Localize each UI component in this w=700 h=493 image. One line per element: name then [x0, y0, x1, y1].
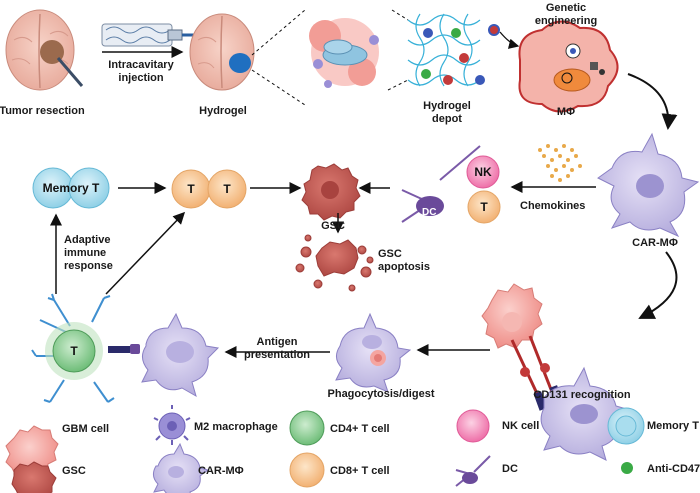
engineered-macrophage-icon — [518, 20, 619, 113]
zoom-line-bottom — [251, 69, 306, 106]
label-t-cell-2: T — [223, 182, 231, 196]
gsc-icon — [11, 461, 57, 493]
label-hydrogel: Hydrogel — [199, 105, 247, 117]
label-chemokines: Chemokines — [520, 200, 586, 212]
label-gsc-apoptosis-line2: apoptosis — [378, 261, 430, 273]
hydrogel-depot-icon — [407, 13, 481, 87]
chemokines-icon — [538, 144, 582, 182]
car-particle-icon — [459, 53, 469, 63]
zoom-line-depot-top — [391, 9, 409, 21]
legend-cd8-t-cell: CD8+ T cell — [330, 465, 390, 477]
legend-gbm-cell: GBM cell — [62, 423, 110, 435]
gsc-cell-icon — [301, 163, 361, 221]
zoom-line-depot-bottom — [387, 79, 409, 91]
nk-cell-icon — [466, 155, 500, 189]
label-cd131: CD131 recognition — [533, 389, 631, 401]
anti-cd47-particle-icon — [421, 69, 431, 79]
syringe-icon — [101, 23, 196, 47]
cd131-recognition-icon — [481, 283, 632, 461]
label-dc: DC — [422, 207, 437, 218]
legend-cd4-t-cell: CD4+ T cell — [330, 423, 390, 435]
label-gsc: GSC — [321, 220, 345, 232]
label-depot-line2: depot — [432, 113, 462, 125]
label-t-cell-cd4: T — [70, 344, 78, 358]
label-depot-line1: Hydrogel — [423, 100, 471, 112]
car-particle-icon — [443, 75, 453, 85]
legend-memory-t-cell: Memory T cell — [647, 420, 700, 432]
cd4-t-cell-icon — [289, 410, 325, 446]
label-adaptive-line2: immune — [64, 247, 107, 259]
label-antigen-line1: Antigen — [256, 336, 298, 348]
car-macrophage-icon — [597, 132, 700, 238]
label-injection-line2: injection — [118, 72, 164, 84]
legend-nk-cell: NK cell — [502, 420, 540, 432]
legend-car-macrophage: CAR-MΦ — [198, 465, 244, 477]
label-genetic-line2: engineering — [534, 15, 598, 27]
brain-tumor-icon — [5, 9, 84, 91]
label-antigen-line2: presentation — [243, 349, 311, 361]
arrow-to-macrophage — [499, 31, 520, 49]
label-adaptive-line1: Adaptive — [64, 234, 111, 246]
nanoparticle-icon — [488, 24, 500, 36]
legend-anti-cd47: Anti-CD47 — [647, 463, 700, 475]
arrow-adaptive-diagonal — [105, 211, 186, 295]
label-t-cell-1: T — [187, 182, 195, 196]
label-macrophage: MΦ — [556, 106, 576, 118]
anti-cd47-particle-icon — [451, 28, 461, 38]
car-particle-icon — [423, 28, 433, 38]
label-nk: NK — [474, 165, 492, 179]
brain-hydrogel-icon — [189, 13, 255, 91]
nk-cell-icon — [456, 409, 490, 443]
label-adaptive-line3: response — [64, 260, 113, 272]
label-phagocytosis: Phagocytosis/digest — [327, 388, 435, 400]
label-genetic-line1: Genetic — [545, 2, 587, 14]
legend-gsc: GSC — [62, 465, 86, 477]
gsc-apoptosis-icon — [295, 234, 374, 292]
car-macrophage-legend-icon — [152, 442, 210, 493]
dc-icon — [455, 455, 491, 487]
label-memory-t: Memory T — [42, 181, 100, 195]
dc-cell-icon — [401, 145, 481, 223]
anti-cd47-icon — [621, 462, 633, 474]
cd8-t-cell-icon — [289, 452, 325, 488]
legend — [5, 405, 645, 493]
tcr-mhc-binding-icon — [108, 344, 140, 354]
zoom-line-top — [251, 9, 306, 56]
legend-dc: DC — [502, 463, 518, 475]
phagocytosis-macrophage-icon — [335, 312, 412, 393]
arrow-to-car-macrophage — [627, 73, 678, 130]
cd4-t-cell-icon — [31, 293, 115, 403]
car-particle-icon — [475, 75, 485, 85]
label-injection-line1: Intracavitary — [108, 59, 174, 71]
arrow-to-cd131 — [638, 251, 678, 319]
label-car-macrophage: CAR-MΦ — [632, 237, 678, 249]
memory-t-cell-icon — [32, 167, 110, 209]
legend-m2-macrophage: M2 macrophage — [194, 421, 278, 433]
t-cell-icon — [467, 190, 501, 224]
t-cell-pair-icon — [171, 169, 247, 209]
label-tumor-resection: Tumor resection — [0, 105, 85, 117]
apc-macrophage-icon — [141, 312, 220, 398]
memory-t-cell-inner — [615, 415, 637, 437]
label-gsc-apoptosis-line1: GSC — [378, 248, 402, 260]
tumor-microenvironment-icon — [309, 18, 379, 88]
m2-macrophage-icon — [153, 405, 191, 445]
label-t-cell-3: T — [480, 200, 488, 214]
